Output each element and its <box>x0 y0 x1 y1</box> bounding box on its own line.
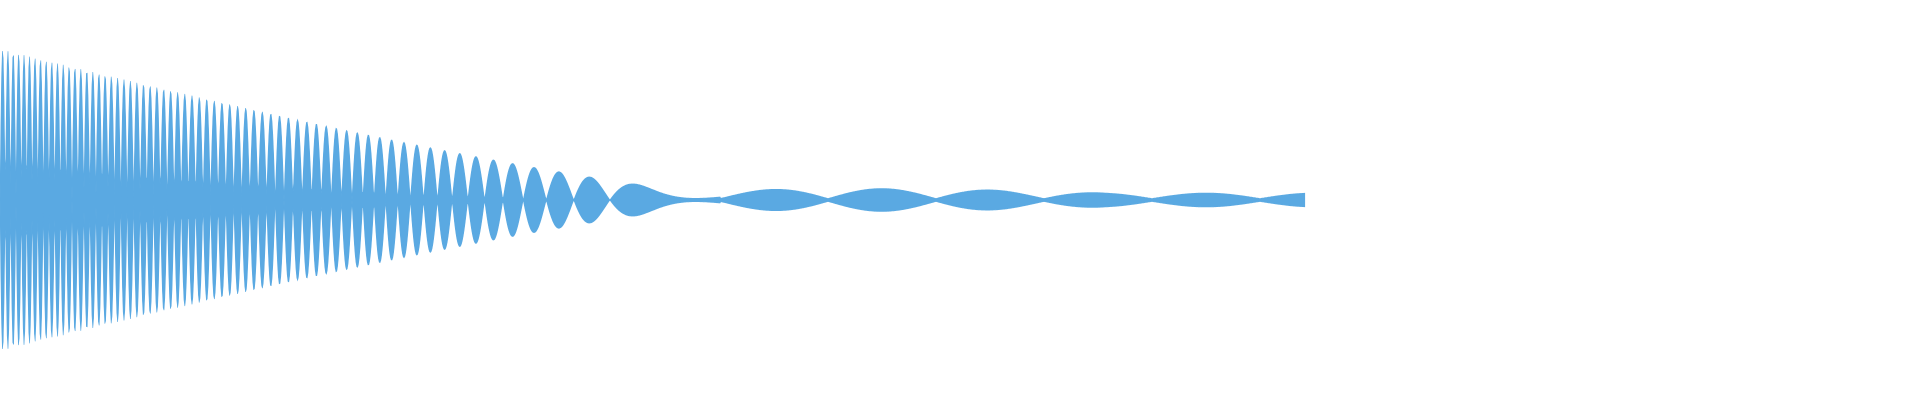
waveform-path <box>0 50 1306 350</box>
